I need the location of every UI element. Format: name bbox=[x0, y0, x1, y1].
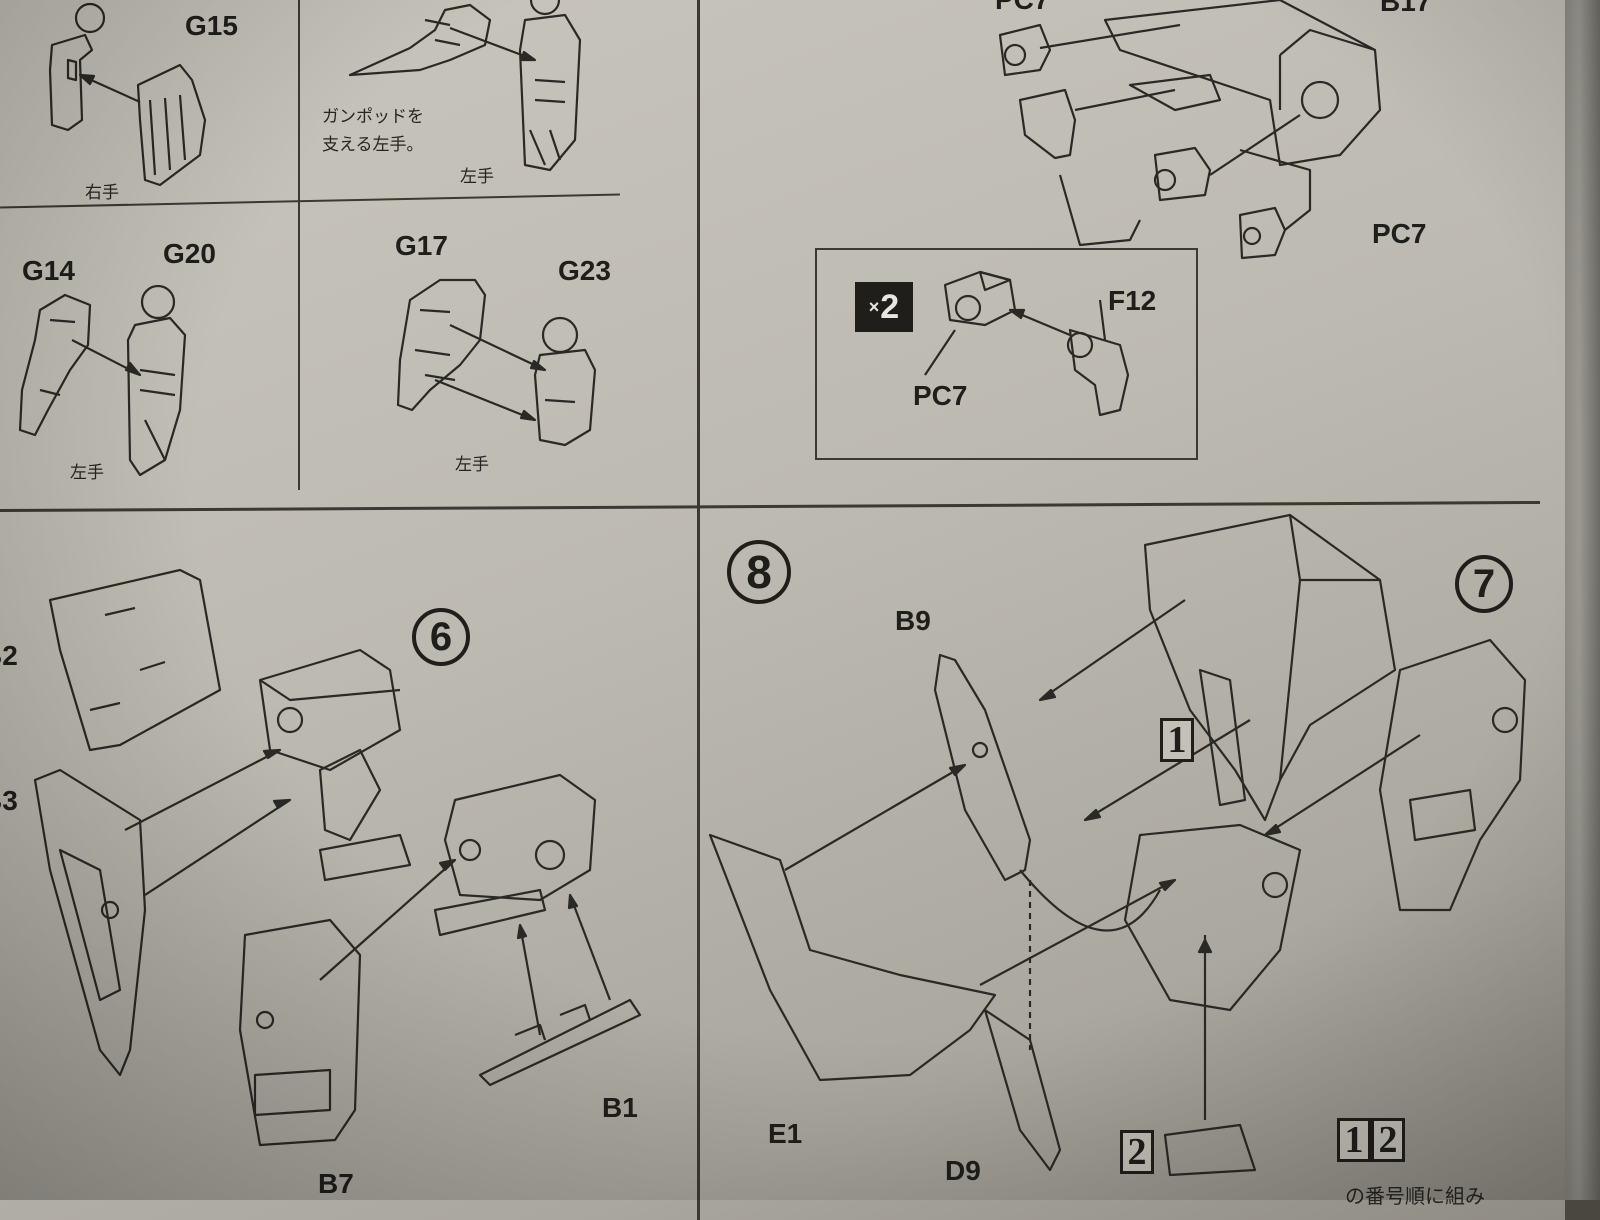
order-box-12-b: 2 bbox=[1371, 1118, 1405, 1162]
instruction-sheet bbox=[0, 0, 1565, 1220]
callout-pc7-f12-drawing bbox=[924, 270, 1130, 417]
footnote-order: の番号順に組み bbox=[1345, 1184, 1485, 1208]
multiplier-value: 2 bbox=[880, 287, 900, 326]
multiplier-symbol: × bbox=[868, 296, 880, 317]
part-label-b9: B9 bbox=[895, 605, 931, 636]
caption-left-hand-1: 左手 bbox=[70, 463, 104, 483]
part-label-d9: D9 bbox=[945, 1155, 981, 1186]
divider-vertical-left bbox=[298, 0, 300, 490]
waist-assembly-step8-drawing bbox=[708, 513, 1527, 1177]
part-label-pc7-top: PC7 bbox=[995, 0, 1049, 16]
part-label-g23: G23 bbox=[558, 255, 611, 286]
order-box-1: 1 bbox=[1160, 718, 1194, 762]
part-label-g20: G20 bbox=[163, 238, 216, 269]
hand-gunpod-drawing bbox=[348, 0, 582, 172]
note-gunpod-line2: 支える左手。 bbox=[322, 135, 424, 155]
part-label-b1: B1 bbox=[602, 1092, 638, 1123]
part-label-b2: B2 bbox=[0, 640, 18, 671]
step-number-7: 7 bbox=[1455, 555, 1513, 613]
step-number-8: 8 bbox=[727, 540, 791, 604]
hip-assembly-drawing bbox=[998, 0, 1382, 260]
multiplier-badge: ×2 bbox=[855, 282, 913, 332]
part-label-e1: E1 bbox=[768, 1118, 803, 1149]
hand-g14-g20-drawing bbox=[18, 284, 187, 477]
order-box-12-a: 1 bbox=[1337, 1118, 1371, 1162]
part-label-b17: B17 bbox=[1380, 0, 1432, 17]
callout-box bbox=[815, 248, 1198, 460]
part-label-g14: G14 bbox=[22, 255, 75, 286]
part-label-pc7-callout: PC7 bbox=[913, 380, 968, 411]
part-label-g15: G15 bbox=[185, 10, 238, 41]
part-label-pc7-right: PC7 bbox=[1372, 218, 1427, 249]
page-edge bbox=[1565, 0, 1600, 1200]
part-label-g17: G17 bbox=[395, 230, 448, 261]
part-label-b7: B7 bbox=[318, 1168, 354, 1199]
hand-g15-drawing bbox=[48, 2, 207, 187]
leg-assembly-step6-drawing bbox=[33, 568, 642, 1147]
caption-right-hand: 右手 bbox=[85, 183, 119, 203]
note-gunpod-line1: ガンポッドを bbox=[322, 107, 424, 127]
caption-left-hand-3: 左手 bbox=[455, 455, 489, 475]
caption-left-hand-2: 左手 bbox=[460, 167, 494, 187]
part-label-f12: F12 bbox=[1108, 285, 1157, 316]
hand-g17-g23-drawing bbox=[396, 278, 597, 447]
step-number-6: 6 bbox=[412, 608, 470, 666]
line-art bbox=[18, 0, 1527, 1177]
part-label-b3: B3 bbox=[0, 785, 18, 816]
order-box-2: 2 bbox=[1120, 1130, 1154, 1174]
divider-vertical-center bbox=[697, 0, 700, 1220]
